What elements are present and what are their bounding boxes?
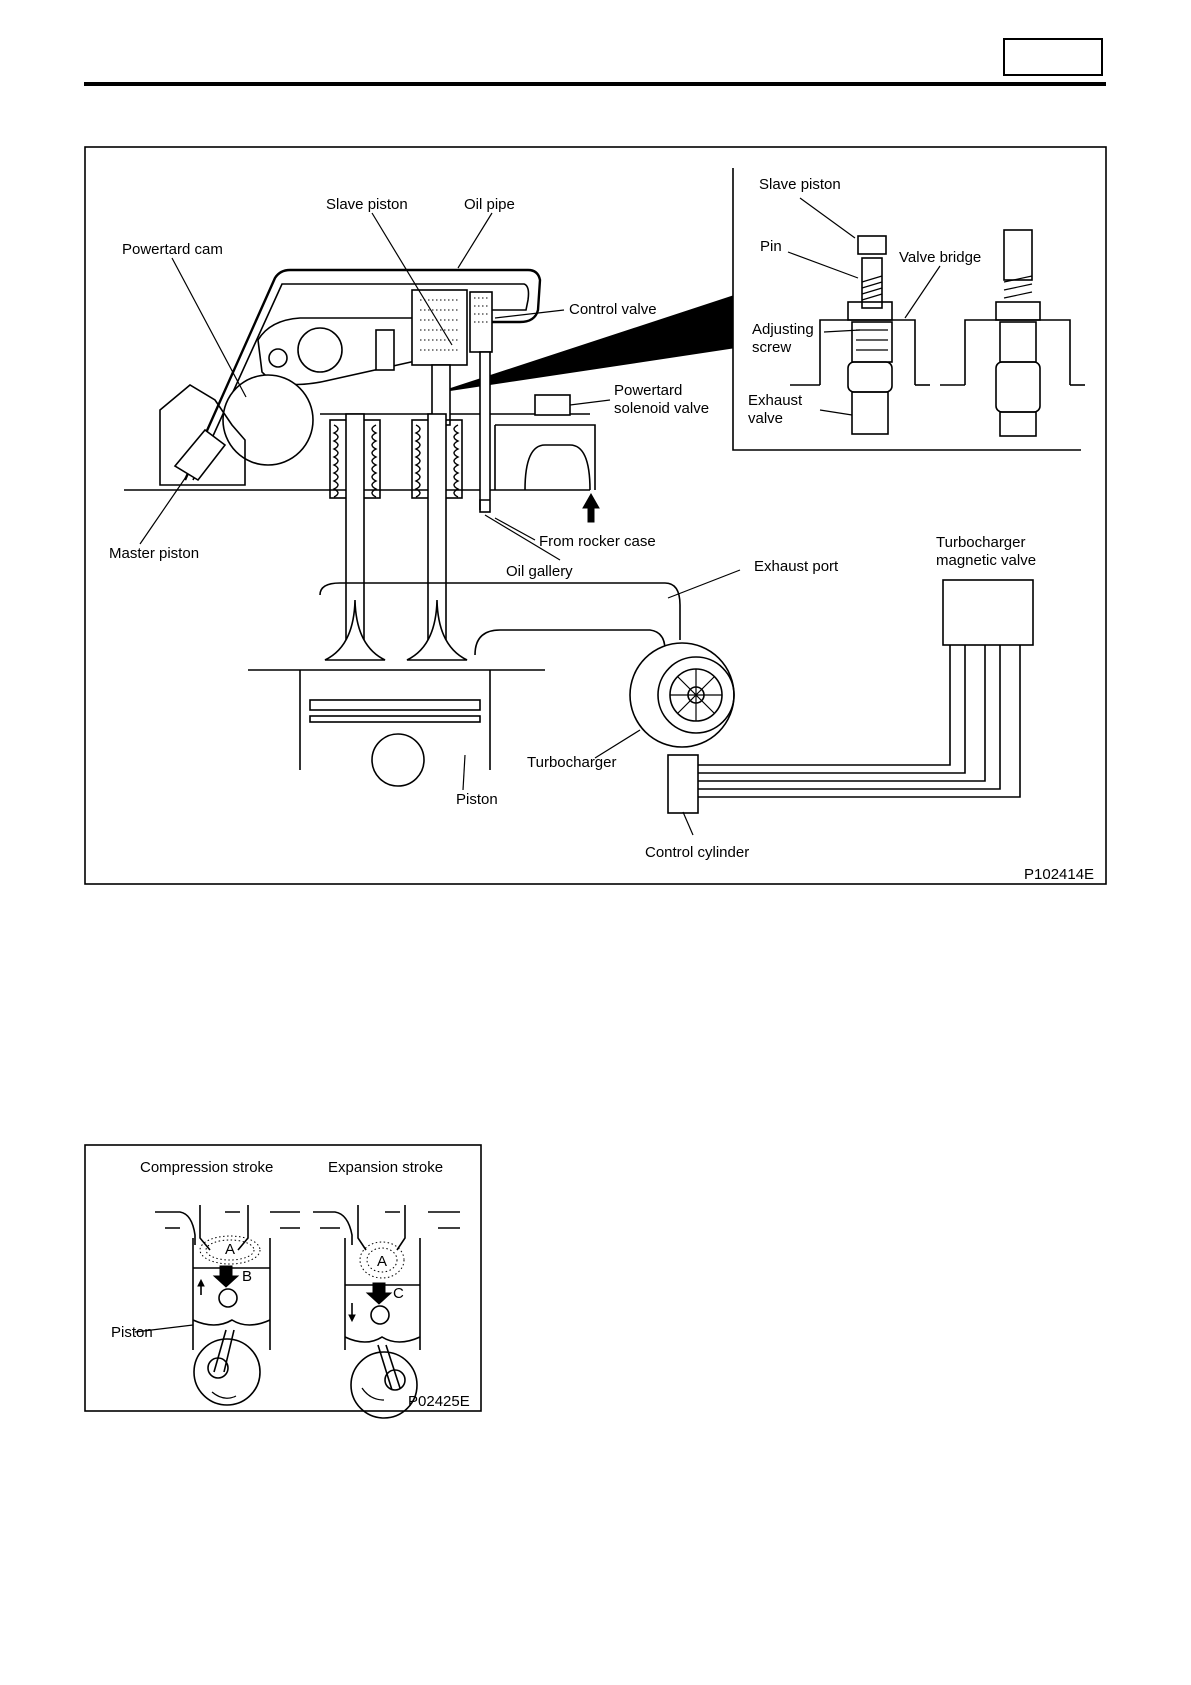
label-powertard-cam: Powertard cam <box>122 241 223 258</box>
label-control-cylinder: Control cylinder <box>645 844 749 861</box>
label-compression-stroke: Compression stroke <box>140 1159 273 1176</box>
figure1-frame <box>84 146 1107 885</box>
label-b: B <box>242 1268 252 1285</box>
label-master-piston: Master piston <box>109 545 199 562</box>
turbocharger-magnetic-valve <box>942 579 1034 646</box>
label-turbocharger: Turbocharger <box>527 754 617 771</box>
powertard-solenoid-valve <box>534 394 571 416</box>
label-expansion-stroke: Expansion stroke <box>328 1159 443 1176</box>
inset-label-exhaust-1: Exhaust <box>748 392 803 409</box>
label-slave-piston: Slave piston <box>326 196 408 213</box>
exhaust-valve-left <box>324 599 386 661</box>
label-turbo-magnetic-2: magnetic valve <box>936 552 1036 569</box>
exhaust-port <box>319 582 681 640</box>
label-oil-gallery: Oil gallery <box>506 563 573 580</box>
figure2-code: P02425E <box>408 1393 470 1410</box>
inset-valve-bridge-detail <box>439 168 1085 451</box>
inset-label-pin: Pin <box>760 238 782 255</box>
label-powertard-solenoid-1: Powertard <box>614 382 682 399</box>
compression-stroke-diagram <box>134 1205 300 1406</box>
control-valve <box>469 291 493 353</box>
figure1-code: P102414E <box>1024 866 1094 883</box>
inset-pointer-wedge <box>439 295 734 393</box>
label-piston: Piston <box>456 791 498 808</box>
label-a-expansion: A <box>377 1253 387 1270</box>
inset-label-slave-piston: Slave piston <box>759 176 841 193</box>
label-powertard-solenoid-2: solenoid valve <box>614 400 709 417</box>
oil-flow-arrow <box>582 492 600 523</box>
label-a-compression: A <box>225 1241 235 1258</box>
piston-pin <box>371 733 425 787</box>
label-piston-fig2: Piston <box>111 1324 153 1341</box>
label-oil-pipe: Oil pipe <box>464 196 515 213</box>
figure-exhaust-brake-system: Slave piston Oil pipe Powertard cam Cont… <box>84 146 1107 885</box>
page-number-box <box>1003 38 1103 76</box>
header-rule <box>84 82 1106 86</box>
expansion-stroke-diagram <box>313 1205 460 1419</box>
label-c: C <box>393 1285 404 1302</box>
figure2-frame <box>84 1144 482 1412</box>
label-turbo-magnetic-1: Turbocharger <box>936 534 1026 551</box>
control-cylinder <box>667 754 699 814</box>
oil-pipe <box>183 268 542 481</box>
inset-label-adjusting-1: Adjusting <box>752 321 814 338</box>
figure-piston-strokes: Compression stroke Expansion stroke Pist… <box>84 1144 482 1419</box>
inset-label-valve-bridge: Valve bridge <box>899 249 981 266</box>
valve-springs <box>329 419 463 499</box>
exhaust-valve-right <box>406 599 468 661</box>
label-exhaust-port: Exhaust port <box>754 558 839 575</box>
label-control-valve: Control valve <box>569 301 657 318</box>
powertard-cam <box>222 374 314 466</box>
inset-label-adjusting-2: screw <box>752 339 791 356</box>
label-from-rocker-case: From rocker case <box>539 533 656 550</box>
master-piston <box>173 428 227 482</box>
inset-label-exhaust-2: valve <box>748 410 783 427</box>
